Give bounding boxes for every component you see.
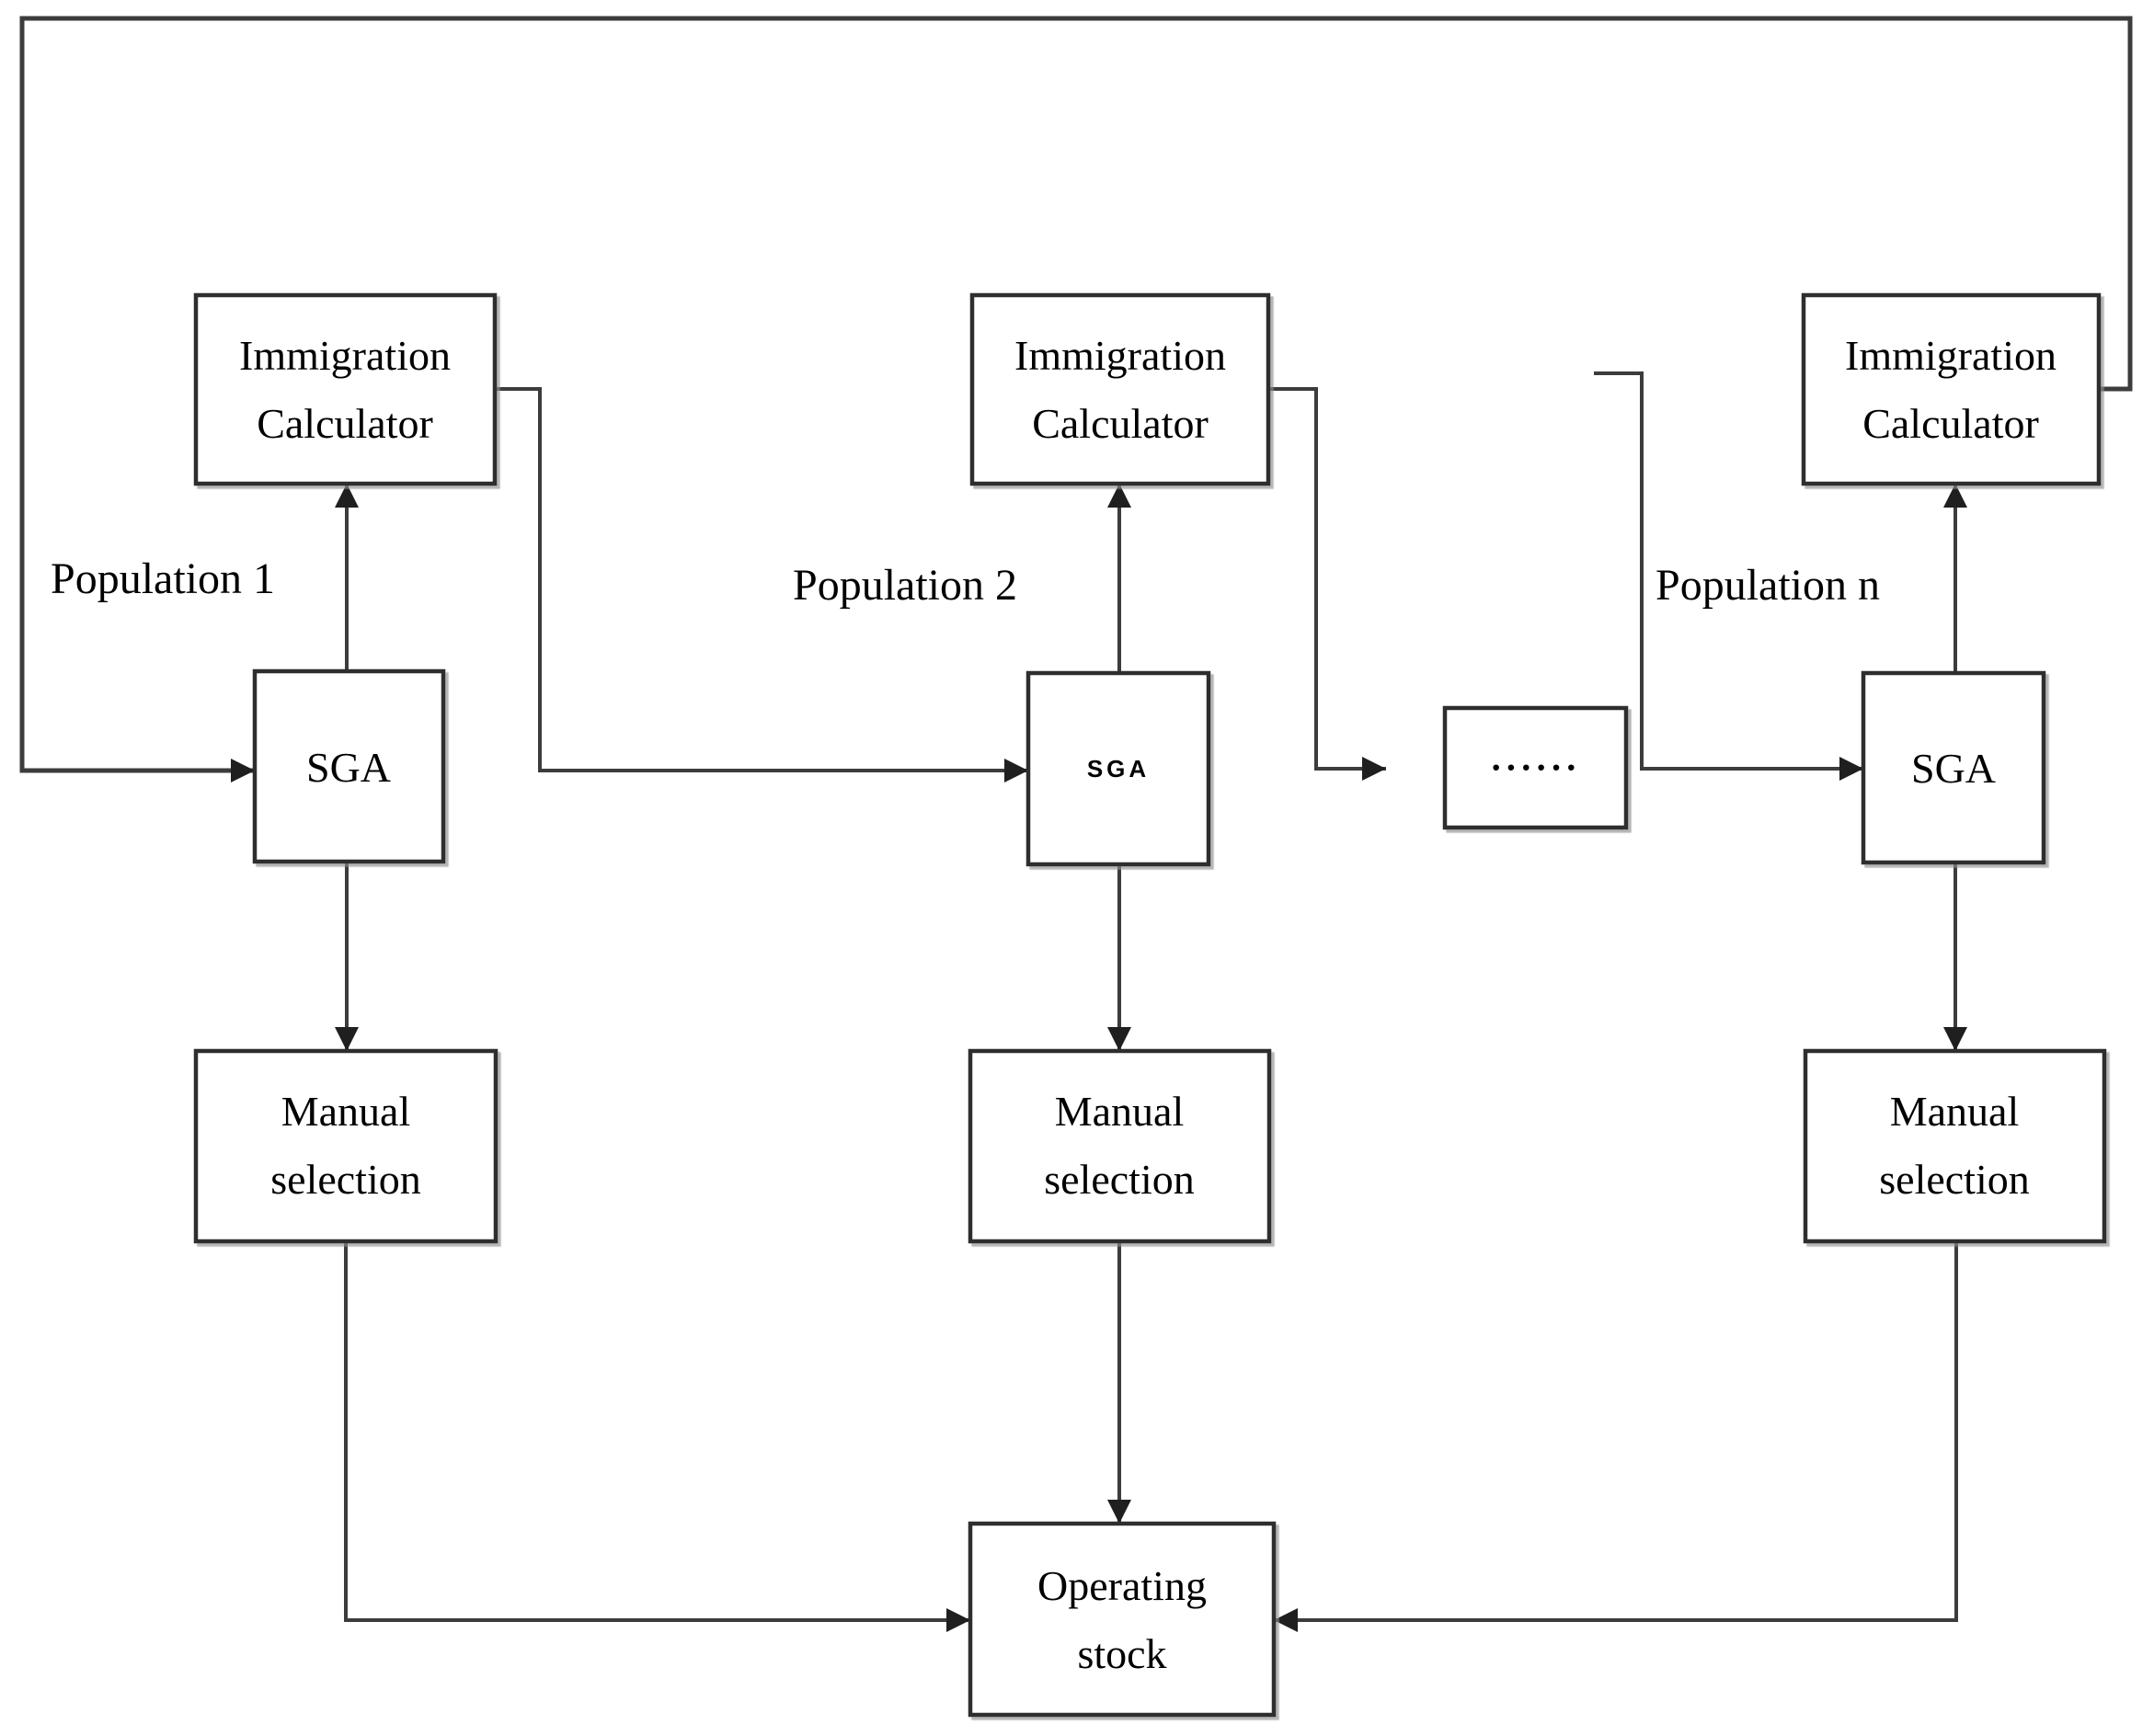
arrow-ic1-to-sga2	[495, 387, 1028, 782]
arrow-ic2-to-ellipsis	[1268, 387, 1386, 781]
immigration-calculator-label-3-line2: Calculator	[1862, 400, 2039, 447]
population-1-label: Population 1	[51, 554, 275, 603]
connector-layer	[19, 16, 2133, 1632]
sga-box-3	[1861, 670, 2046, 865]
manual-selection-label-2-line1: Manual	[1055, 1088, 1185, 1135]
sga-label-1: SGA	[306, 744, 391, 791]
sga-box-2	[1025, 670, 1211, 867]
label-layer: Immigration Calculator Immigration Calcu…	[51, 332, 2057, 1677]
sga-label-2: SGA	[1087, 755, 1150, 782]
immigration-calculator-label-2-line1: Immigration	[1014, 332, 1226, 379]
sga-label-3: SGA	[1911, 745, 1996, 792]
immigration-calculator-label-1-line1: Immigration	[239, 332, 451, 379]
operating-stock-label-line2: stock	[1077, 1630, 1166, 1677]
arrow-feedback-ic3-to-sga1	[19, 16, 2133, 782]
operating-stock-box	[968, 1521, 1277, 1718]
arrow-manual3-to-operating-stock	[1274, 1241, 1958, 1632]
manual-selection-label-3-line2: selection	[1879, 1156, 2030, 1203]
manual-selection-label-1-line1: Manual	[281, 1088, 411, 1135]
immigration-calculator-label-3-line1: Immigration	[1845, 332, 2057, 379]
manual-selection-box-3	[1803, 1048, 2107, 1244]
manual-selection-label-1-line2: selection	[270, 1156, 421, 1203]
ellipsis-label: ······	[1490, 747, 1580, 788]
ellipsis-box	[1442, 705, 1629, 830]
immigration-calculator-label-2-line2: Calculator	[1032, 400, 1209, 447]
sga-box-1	[252, 668, 446, 864]
manual-selection-box-2	[968, 1048, 1272, 1244]
node-layer	[193, 292, 2107, 1718]
manual-selection-box-1	[193, 1048, 498, 1244]
manual-selection-label-3-line1: Manual	[1890, 1088, 2020, 1135]
arrow-manual1-to-operating-stock	[344, 1241, 970, 1632]
operating-stock-label-line1: Operating	[1037, 1562, 1207, 1609]
population-n-label: Population n	[1656, 561, 1880, 610]
immigration-calculator-box-2	[969, 292, 1271, 486]
arrow-continuation-to-sga3	[1594, 371, 1863, 781]
immigration-calculator-box-1	[193, 292, 498, 486]
population-2-label: Population 2	[793, 561, 1017, 610]
manual-selection-label-2-line2: selection	[1044, 1156, 1195, 1203]
immigration-calculator-label-1-line2: Calculator	[257, 400, 433, 447]
immigration-calculator-box-3	[1801, 292, 2102, 486]
